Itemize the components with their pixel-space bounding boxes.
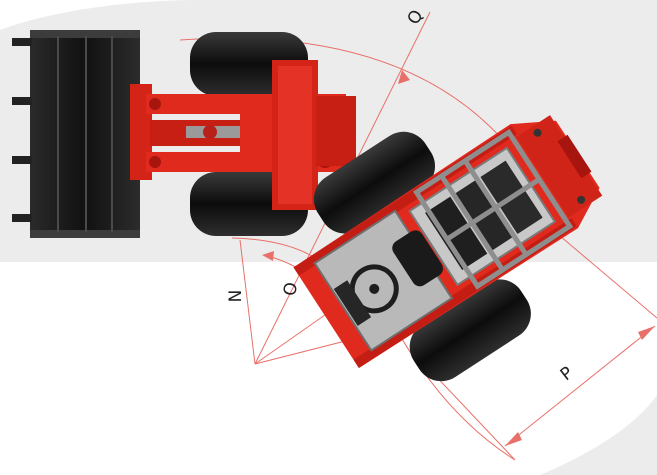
rear-frame [293, 115, 603, 382]
loader-arms [130, 60, 356, 210]
roll-cage [413, 128, 574, 290]
q-arrow [398, 70, 410, 84]
dimension-label-n: N [226, 290, 246, 303]
p-dimension-line [504, 325, 656, 447]
bucket [12, 30, 140, 238]
rear-left-tire [313, 131, 436, 234]
bucket-tooth [12, 156, 32, 164]
background-corner-right [540, 395, 657, 475]
rear-right-tire [409, 279, 531, 382]
o-arrow [262, 251, 274, 261]
bucket-tooth [12, 38, 32, 46]
p-extension-line-2 [429, 369, 516, 461]
bucket-tooth [12, 97, 32, 105]
dimension-arrows [262, 70, 655, 446]
background-corner-left [0, 0, 200, 30]
bucket-tooth [12, 214, 32, 222]
counterweight [516, 115, 603, 218]
p-arrow-end-2 [638, 326, 655, 340]
radial-line-1 [239, 239, 256, 365]
dimension-label-o: O [280, 281, 302, 298]
p-extension-line-1 [559, 235, 657, 319]
p-arrow-end-1 [505, 432, 522, 446]
operator-seat [392, 230, 443, 287]
